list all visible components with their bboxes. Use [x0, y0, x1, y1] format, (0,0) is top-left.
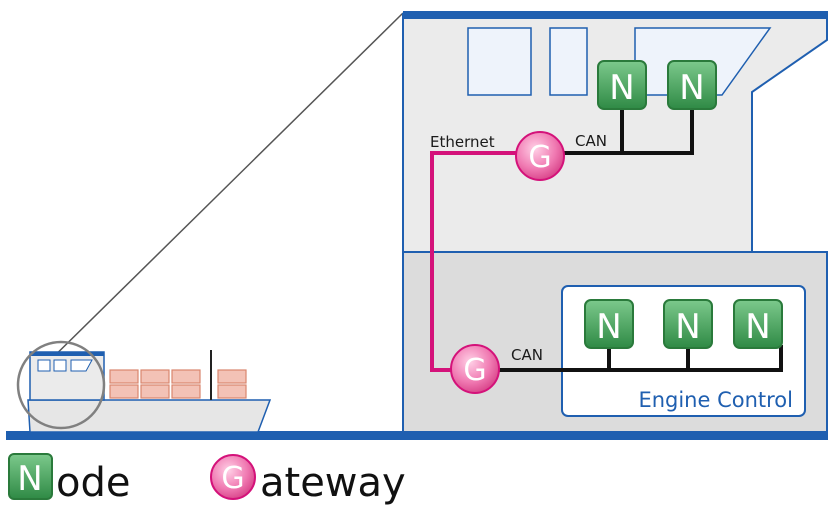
waterline: [6, 431, 828, 440]
bridge-window-1: [467, 27, 532, 96]
gateway-upper: G: [515, 131, 565, 181]
legend-node: N ode: [8, 453, 130, 506]
bridge-window-2: [549, 27, 588, 96]
svg-text:G: G: [221, 461, 244, 496]
node-bridge-2: N: [667, 60, 717, 110]
engine-control-label: Engine Control: [638, 388, 793, 412]
can-label-lower: CAN: [511, 346, 543, 364]
bridge-block: [402, 11, 828, 253]
zoom-circle: [16, 340, 106, 430]
can-bus-upper: [540, 108, 694, 155]
gateway-lower: G: [450, 344, 500, 394]
ship-overview: [16, 340, 272, 433]
node-bridge-1: N: [597, 60, 647, 110]
svg-text:N: N: [596, 307, 621, 347]
node-engine-2: N: [663, 299, 713, 349]
svg-text:N: N: [609, 68, 634, 108]
can-bus-lower: [475, 345, 783, 372]
svg-text:N: N: [745, 307, 770, 347]
ship-containers: [109, 369, 247, 399]
legend-gateway: G ateway: [210, 454, 406, 506]
node-engine-3: N: [733, 299, 783, 349]
legend-gateway-text: ateway: [260, 460, 406, 506]
svg-text:N: N: [675, 307, 700, 347]
svg-text:N: N: [679, 68, 704, 108]
ethernet-label: Ethernet: [430, 133, 495, 151]
can-label-upper: CAN: [575, 132, 607, 150]
svg-text:G: G: [463, 353, 486, 388]
svg-text:N: N: [17, 459, 42, 499]
legend-node-text: ode: [56, 460, 130, 506]
svg-text:G: G: [528, 140, 551, 175]
zoom-line-top: [29, 12, 404, 381]
node-engine-1: N: [584, 299, 634, 349]
